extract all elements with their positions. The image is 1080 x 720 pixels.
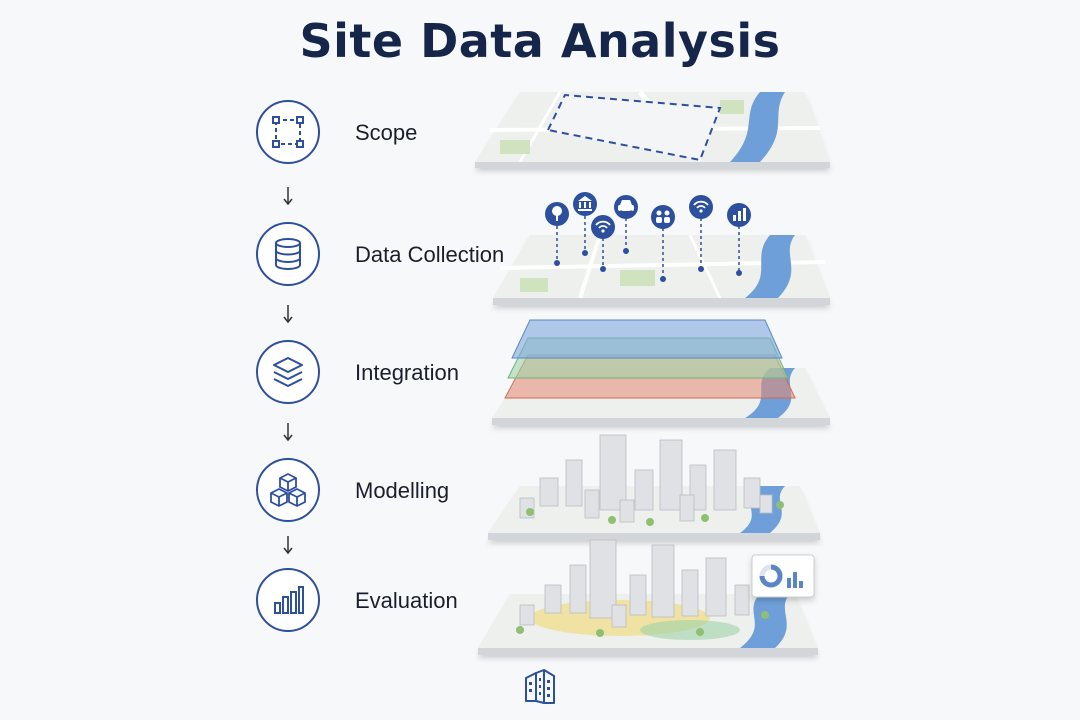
tree-pin-icon	[545, 202, 569, 226]
wifi-pin-icon	[689, 195, 713, 219]
data-collection-map-panel	[493, 235, 830, 305]
building-logo-icon	[522, 668, 558, 706]
dashboard-card	[752, 555, 814, 597]
wifi-pin-icon	[591, 215, 615, 239]
integration-map-panel	[492, 320, 830, 425]
bank-pin-icon	[573, 192, 597, 216]
scope-map-panel	[475, 92, 830, 168]
modelling-map-panel	[488, 435, 820, 540]
car-pin-icon	[614, 195, 638, 219]
bar-chart-pin-icon	[727, 203, 751, 227]
people-pin-icon	[651, 205, 675, 229]
